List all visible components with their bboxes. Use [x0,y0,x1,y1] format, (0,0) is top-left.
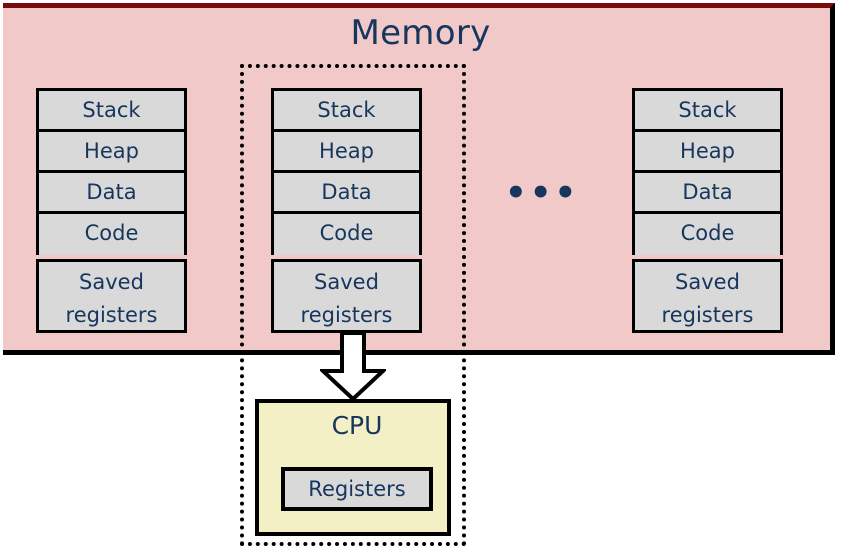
saved-registers-line-2: registers [65,303,158,327]
segment-stack: Stack [635,91,780,132]
cpu-box: CPU Registers [255,399,451,536]
segment-code: Code [39,214,184,255]
saved-registers-line-1: Saved [79,270,144,294]
segment-stack: Stack [274,91,419,132]
segment-stack: Stack [39,91,184,132]
saved-registers-line-1: Saved [314,270,379,294]
cpu-registers-box: Registers [281,467,433,511]
segment-data: Data [39,173,184,214]
segment-data: Data [635,173,780,214]
ellipsis-more-processes: ••• [505,173,580,213]
saved-registers-line-2: registers [300,303,393,327]
address-space-n: Stack Heap Data Code [632,88,783,255]
address-space-1: Stack Heap Data Code [36,88,187,255]
selected-process-frame [240,64,466,546]
cpu-label: CPU [331,411,383,440]
memory-title: Memory [350,13,491,53]
saved-registers-box-2: Saved registers [271,259,422,333]
segment-code: Code [635,214,780,255]
saved-registers-line-2: registers [661,303,754,327]
saved-registers-line-1: Saved [675,270,740,294]
segment-code: Code [274,214,419,255]
saved-registers-box-1: Saved registers [36,259,187,333]
segment-data: Data [274,173,419,214]
saved-registers-box-n: Saved registers [632,259,783,333]
segment-heap: Heap [39,132,184,173]
address-space-2: Stack Heap Data Code [271,88,422,255]
restore-arrow-icon [317,331,389,402]
segment-heap: Heap [274,132,419,173]
segment-heap: Heap [635,132,780,173]
